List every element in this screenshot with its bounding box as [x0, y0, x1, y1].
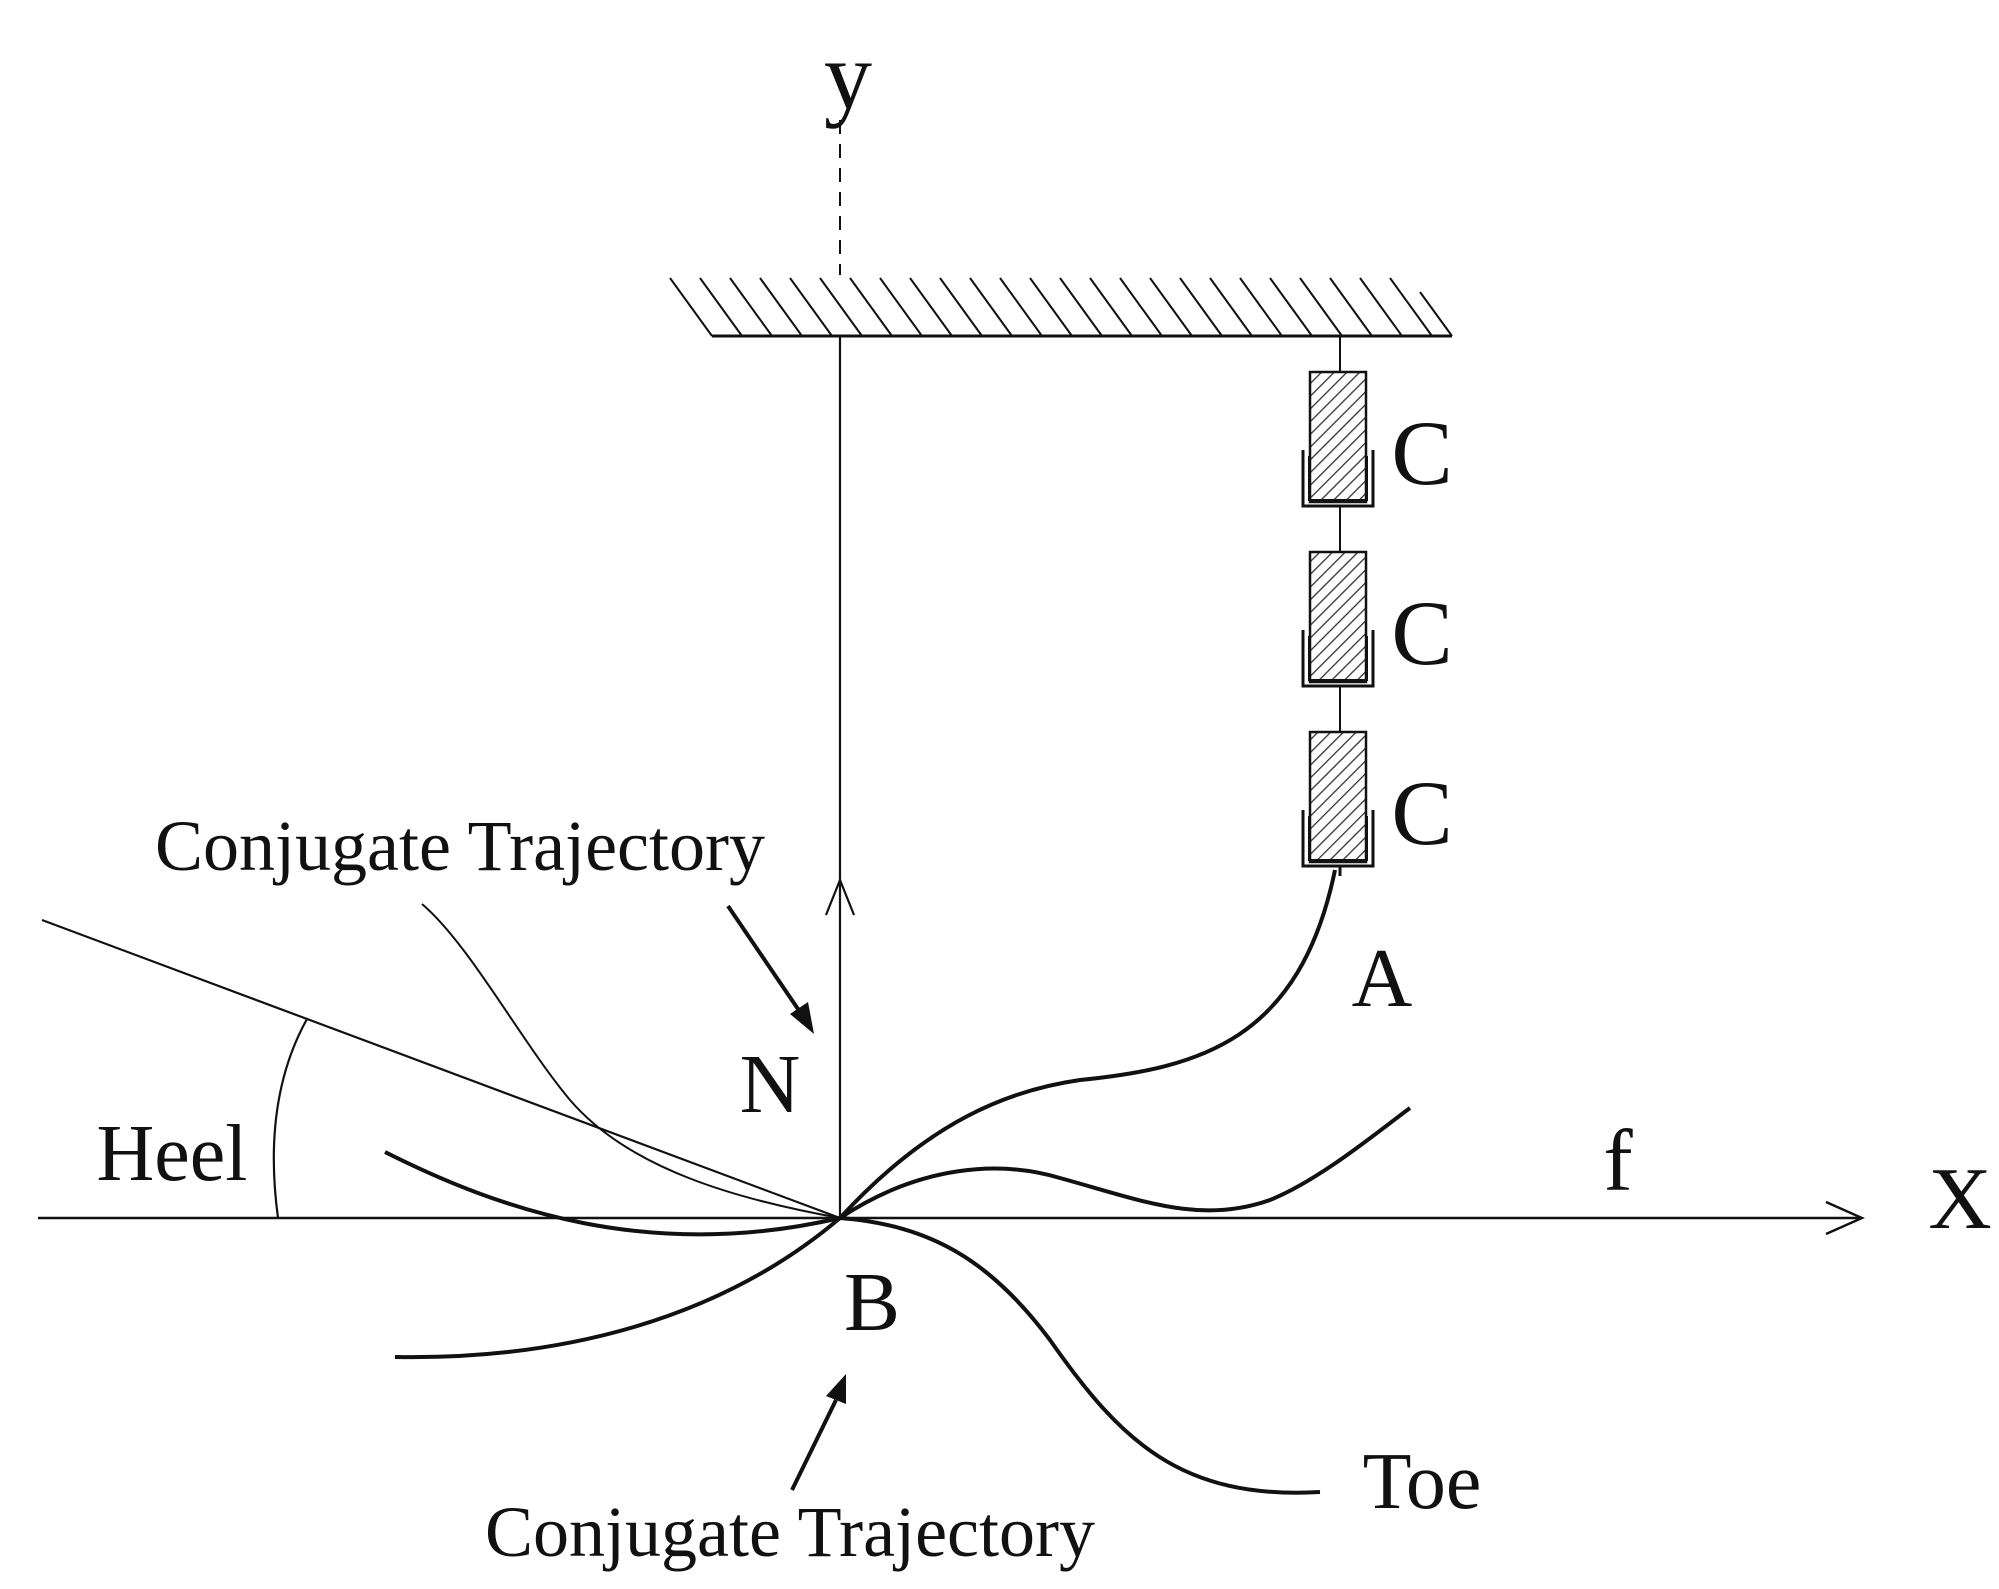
conjugate-trajectory-thin: [421, 903, 841, 1219]
conjugate-top-label: Conjugate Trajectory: [155, 806, 765, 886]
normal-arrowhead: [824, 877, 856, 916]
constraint-label-2: C: [1391, 582, 1452, 684]
curve-toward-f: [838, 1106, 1412, 1220]
heel-angle-arc: [272, 1018, 308, 1219]
x-axis-label: X: [1928, 1151, 1992, 1248]
conjugate-bottom-label: Conjugate Trajectory: [485, 1492, 1095, 1572]
ground-wall: [669, 277, 1453, 338]
point-a-label: A: [1352, 932, 1413, 1025]
constraint-block-2: [1301, 550, 1375, 688]
constraint-chain: [1301, 336, 1375, 876]
wall-hatching: [669, 277, 1453, 337]
constraint-label-3: C: [1391, 762, 1452, 864]
conjugate-top-arrow: [726, 904, 814, 1034]
constraint-label-1: C: [1391, 402, 1452, 504]
constraint-block-3: [1301, 730, 1375, 868]
toe-label: Toe: [1363, 1438, 1482, 1526]
heel-label: Heel: [96, 1110, 247, 1198]
x-axis-arrowhead: [1825, 1200, 1865, 1236]
point-b-label: B: [844, 1256, 900, 1349]
conjugate-bottom-arrow: [790, 1374, 846, 1491]
curve-toe: [839, 1216, 1321, 1495]
heel-incline-line: [41, 918, 841, 1220]
curve-lower-left: [394, 1216, 842, 1360]
force-label: f: [1603, 1113, 1633, 1210]
normal-label: N: [740, 1038, 801, 1131]
curve-heel-side: [384, 1150, 841, 1237]
curve-toward-a: [838, 869, 1337, 1220]
constraint-block-1: [1301, 370, 1375, 508]
y-axis-label: y: [824, 22, 872, 129]
